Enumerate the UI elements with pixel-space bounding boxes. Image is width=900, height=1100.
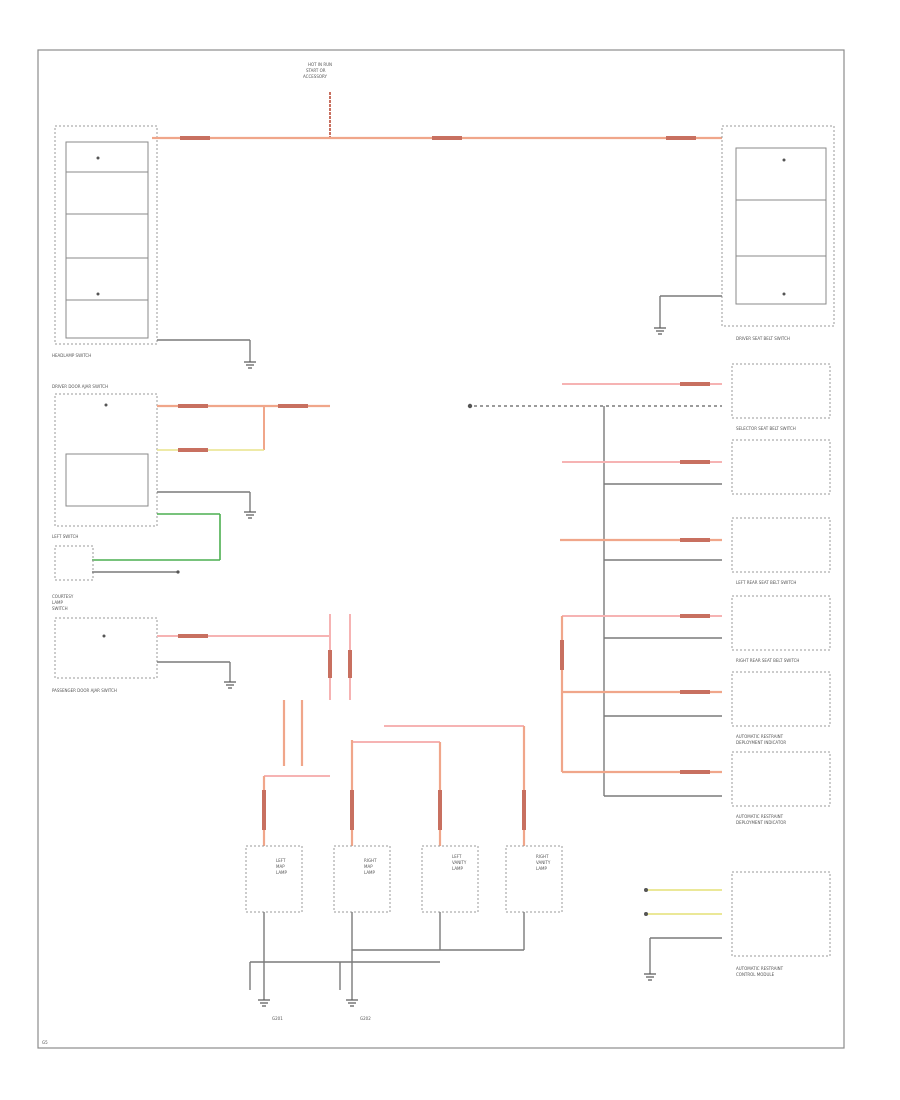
right-top-module	[721, 125, 835, 327]
driver-door-ajar-label: DRIVER DOOR AJAR SWITCH	[52, 384, 108, 389]
connector-feed-4	[522, 790, 526, 830]
auto-rest-module-2: CONTROL MODULE	[736, 972, 775, 977]
ground-right-label: G202	[360, 1016, 371, 1021]
ground-symbol-3	[224, 681, 236, 689]
left-map-lamp: LEFT MAP LAMP	[245, 845, 303, 913]
auto-rest-left-2: DEPLOYMENT INDICATOR	[736, 740, 786, 745]
top-fuse-label: HOT IN RUN START OR ACCESSORY	[303, 62, 332, 79]
connector-ar1-1	[680, 690, 710, 694]
diagram-frame	[37, 49, 845, 1049]
passenger-switch-block	[54, 617, 158, 679]
passenger-door-label: PASSENGER DOOR AJAR SWITCH	[52, 688, 117, 693]
left-lamp-2: MAP	[276, 864, 285, 869]
door-ajar-switch-stack: HEADLAMP SWITCH	[52, 125, 158, 358]
courtesy-label-1: COURTESY	[52, 594, 74, 599]
driver-seatbelt-label: DRIVER SEAT BELT SWITCH	[736, 336, 790, 341]
rr-switch-box	[731, 595, 831, 651]
connector-top-left	[180, 136, 210, 140]
lr-switch-box	[731, 517, 831, 573]
restraint-module-box	[731, 871, 831, 957]
courtesy-label-2: LAMP	[52, 600, 64, 605]
connector-right-bus	[560, 640, 564, 670]
auto-rest-right-1: AUTOMATIC RESTRAINT	[736, 814, 784, 819]
connector-lr-1	[680, 538, 710, 542]
auto-rest-module-1: AUTOMATIC RESTRAINT	[736, 966, 784, 971]
driver-switch-block	[54, 393, 158, 527]
sel2-switch-box	[731, 439, 831, 495]
ground-symbol-4	[654, 327, 666, 335]
courtesy-label-3: SWITCH	[52, 606, 68, 611]
connector-sel-1	[680, 382, 710, 386]
connector-center-1	[328, 650, 332, 678]
right-lamp-2: MAP	[364, 864, 373, 869]
connector-driver-1	[178, 404, 208, 408]
connector-top-right	[666, 136, 696, 140]
connector-feed-3	[438, 790, 442, 830]
ar1-box	[731, 671, 831, 727]
headlamp-switch-label: HEADLAMP SWITCH	[52, 353, 91, 358]
right-vanity-lamp: RIGHT VANITY LAMP	[505, 845, 563, 913]
auto-rest-left-1: AUTOMATIC RESTRAINT	[736, 734, 784, 739]
ar2-box	[731, 751, 831, 807]
splice-right-center	[467, 403, 473, 409]
ground-symbol-7	[644, 973, 656, 981]
connector-driver-2	[278, 404, 308, 408]
left-lamp-3: LAMP	[276, 870, 288, 875]
right-vanity-1: RIGHT	[536, 854, 549, 859]
sel-seatbelt-label: SELECTOR SEAT BELT SWITCH	[736, 426, 796, 431]
connector-pass-1	[178, 634, 208, 638]
footer-label: G5	[42, 1040, 48, 1045]
top-fuse-label-line1: HOT IN RUN	[308, 62, 332, 67]
left-vanity-2: VANITY	[452, 860, 467, 865]
connector-feed-1	[262, 790, 266, 830]
right-rear-seatbelt-label: RIGHT REAR SEAT BELT SWITCH	[736, 658, 799, 663]
connector-center-2	[348, 650, 352, 678]
left-vanity-3: LAMP	[452, 866, 464, 871]
top-fuse-label-line2: START OR	[306, 68, 326, 73]
right-map-lamp: RIGHT MAP LAMP	[333, 845, 391, 913]
connector-feed-2	[350, 790, 354, 830]
splice-module-1	[644, 888, 648, 892]
ground-left-label: G201	[272, 1016, 283, 1021]
ground-symbol-2	[244, 511, 256, 519]
ground-symbol-6	[346, 999, 358, 1007]
right-vanity-2: VANITY	[536, 860, 551, 865]
top-fuse-label-line3: ACCESSORY	[303, 74, 328, 79]
left-vanity-lamp: LEFT VANITY LAMP	[421, 845, 479, 913]
connector-sel2-1	[680, 460, 710, 464]
connector-driver-3	[178, 448, 208, 452]
left-lamp-1: LEFT	[276, 858, 286, 863]
left-switch-label: LEFT SWITCH	[52, 534, 78, 539]
courtesy-label: COURTESY LAMP SWITCH	[52, 594, 74, 611]
right-vanity-3: LAMP	[536, 866, 548, 871]
ground-symbol-5	[258, 999, 270, 1007]
connector-ar2-1	[680, 770, 710, 774]
splice-module-2	[644, 912, 648, 916]
courtesy-switch	[54, 545, 180, 581]
left-rear-seatbelt-label: LEFT REAR SEAT BELT SWITCH	[736, 580, 796, 585]
auto-rest-right-2: DEPLOYMENT INDICATOR	[736, 820, 786, 825]
left-vanity-1: LEFT	[452, 854, 462, 859]
ground-symbol-1	[244, 361, 256, 369]
right-lamp-3: LAMP	[364, 870, 376, 875]
connector-top-mid	[432, 136, 462, 140]
sel-switch-box	[731, 363, 831, 419]
right-lamp-1: RIGHT	[364, 858, 377, 863]
connector-rr-1	[680, 614, 710, 618]
